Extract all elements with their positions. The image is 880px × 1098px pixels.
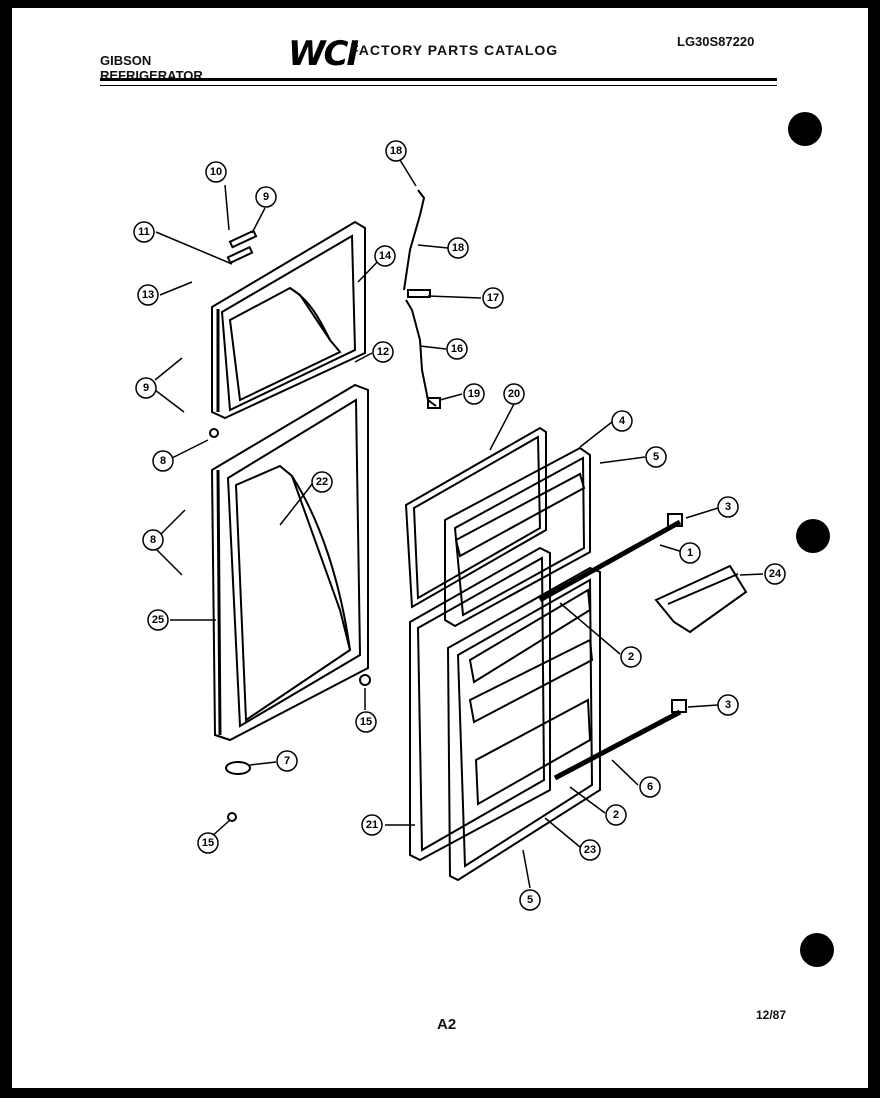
callout-18a: [385, 140, 407, 162]
callout-5a: [645, 446, 667, 468]
callout-15a: [355, 711, 377, 733]
svg-text:18: 18: [452, 242, 464, 254]
callout-23: [579, 839, 601, 861]
handle-drawing: [654, 564, 748, 634]
svg-text:14: 14: [379, 250, 392, 262]
callout-25: [147, 609, 169, 631]
callout-11: [133, 221, 155, 243]
svg-text:3: 3: [725, 699, 731, 711]
svg-text:20: 20: [508, 388, 520, 400]
callout-3a: [717, 496, 739, 518]
svg-text:19: 19: [468, 388, 480, 400]
svg-text:13: 13: [142, 289, 154, 301]
svg-text:16: 16: [451, 343, 463, 355]
svg-text:3: 3: [725, 501, 731, 513]
callout-8a: [152, 450, 174, 472]
small-parts-drawing: [209, 229, 371, 822]
svg-text:5: 5: [653, 451, 659, 463]
svg-text:8: 8: [150, 534, 156, 546]
callout-5b: [519, 889, 541, 911]
catalog-title: FACTORY PARTS CATALOG: [350, 42, 559, 58]
callout-9a: [135, 377, 157, 399]
binder-hole-top: [788, 112, 822, 146]
svg-text:5: 5: [527, 894, 533, 906]
callout-9b: [255, 186, 277, 208]
callout-6: [639, 776, 661, 798]
wci-logo: WCI: [288, 34, 359, 74]
callout-17: [482, 287, 504, 309]
lower-inner-door-drawing: [409, 546, 601, 882]
header-rule: [100, 78, 777, 81]
callout-12: [372, 341, 394, 363]
callout-16: [446, 338, 468, 360]
brand-name: GIBSON: [100, 53, 152, 68]
hinge-assembly-drawing: [403, 189, 441, 409]
callout-7: [276, 750, 298, 772]
callout-3b: [717, 694, 739, 716]
svg-text:15: 15: [202, 837, 214, 849]
fresh-food-door-drawing: [210, 383, 369, 742]
callout-1: [679, 542, 701, 564]
model-number: LG30S87220: [677, 34, 755, 49]
svg-text:11: 11: [138, 226, 150, 238]
svg-text:9: 9: [263, 191, 269, 203]
svg-text:24: 24: [769, 568, 782, 580]
binder-hole-middle: [796, 519, 830, 553]
svg-text:6: 6: [647, 781, 653, 793]
svg-text:17: 17: [487, 292, 499, 304]
callout-18b: [447, 237, 469, 259]
svg-text:9: 9: [143, 382, 149, 394]
door-shelf-bars-drawing: [538, 513, 687, 781]
svg-text:25: 25: [152, 614, 164, 626]
svg-text:8: 8: [160, 455, 166, 467]
svg-text:21: 21: [366, 819, 378, 831]
callout-10: [205, 161, 227, 183]
callout-2a: [620, 646, 642, 668]
svg-text:2: 2: [613, 809, 619, 821]
page-number: A2: [437, 1016, 457, 1033]
svg-text:1: 1: [687, 547, 693, 559]
callout-2b: [605, 804, 627, 826]
freezer-door-drawing: [211, 220, 366, 420]
callout-19: [463, 383, 485, 405]
upper-inner-door-drawing: [404, 426, 591, 628]
svg-text:12: 12: [377, 346, 389, 358]
svg-text:7: 7: [284, 755, 290, 767]
svg-text:10: 10: [210, 166, 222, 178]
binder-hole-bottom: [800, 933, 834, 967]
catalog-date: 12/87: [756, 1008, 787, 1022]
callout-13: [137, 284, 159, 306]
callout-20: [503, 383, 525, 405]
callout-15b: [197, 832, 219, 854]
leader-lines: [154, 159, 764, 889]
callout-24: [764, 563, 786, 585]
svg-text:22: 22: [316, 476, 328, 488]
callout-4: [611, 410, 633, 432]
svg-text:2: 2: [628, 651, 634, 663]
callout-8b: [142, 529, 164, 551]
callout-21: [361, 814, 383, 836]
header-rule-thin: [100, 85, 777, 86]
svg-text:18: 18: [390, 145, 402, 157]
callout-14: [374, 245, 396, 267]
svg-text:15: 15: [360, 716, 372, 728]
svg-text:4: 4: [619, 415, 626, 427]
svg-text:23: 23: [584, 844, 596, 856]
callout-22: [311, 471, 333, 493]
